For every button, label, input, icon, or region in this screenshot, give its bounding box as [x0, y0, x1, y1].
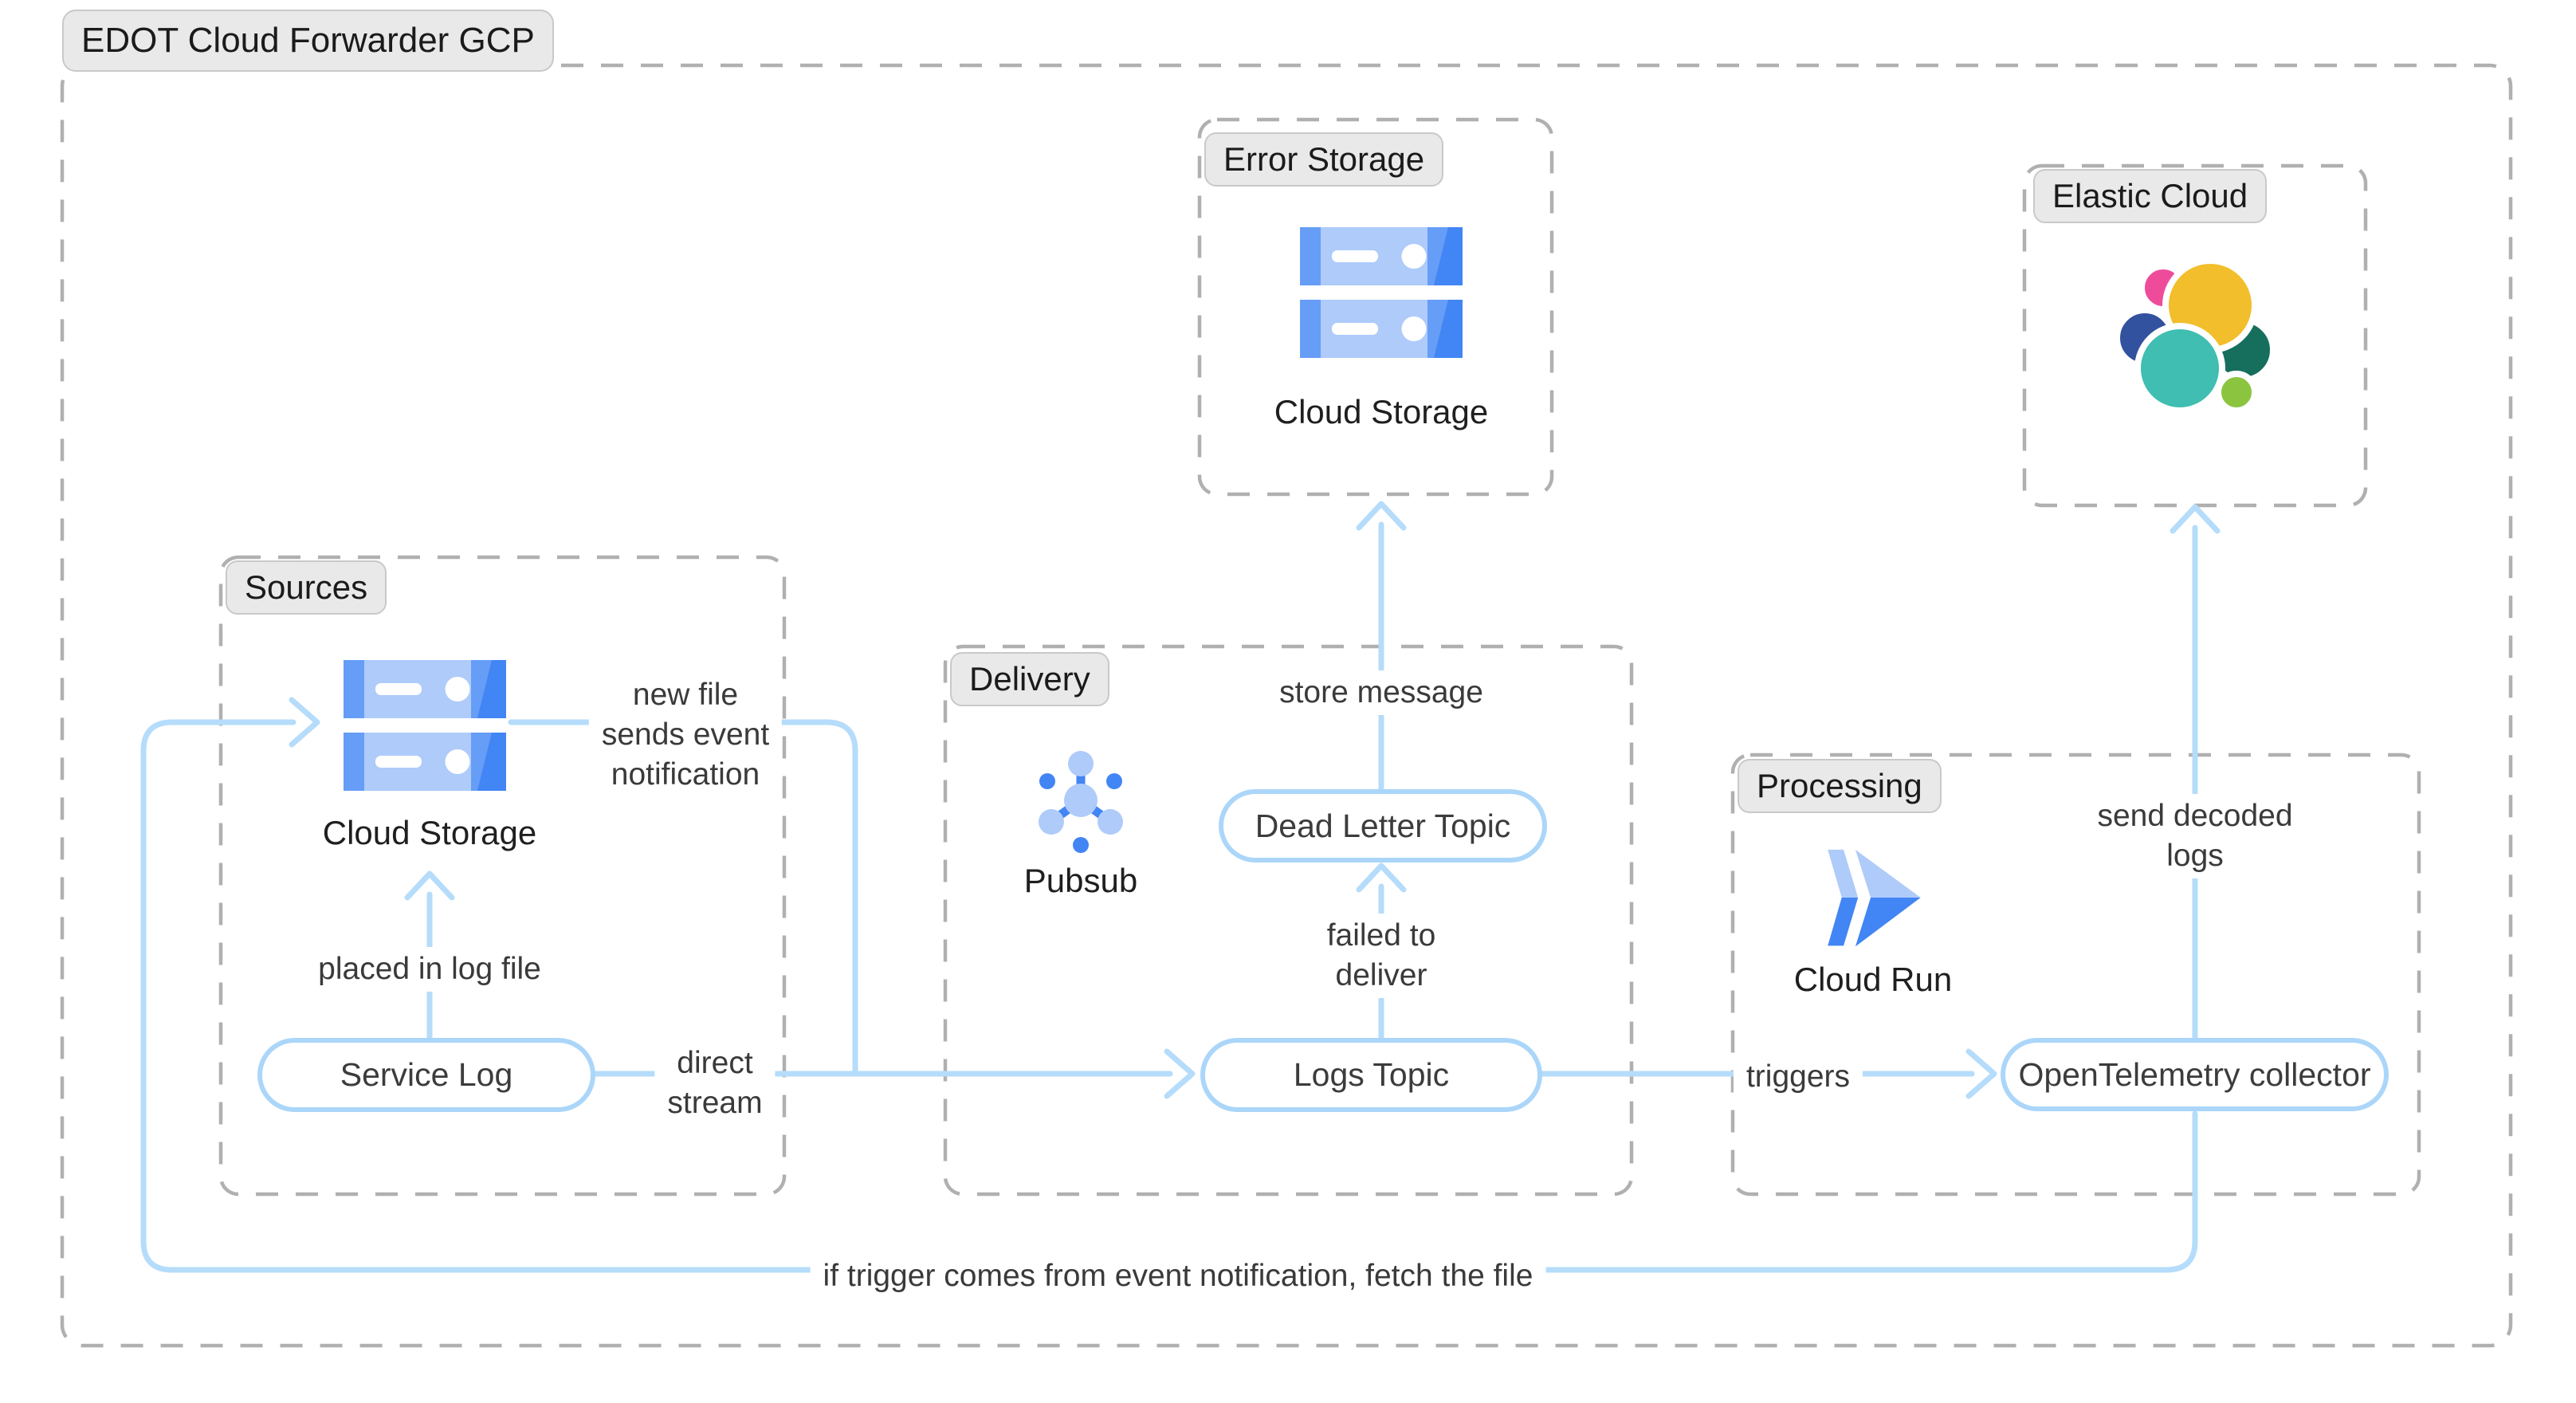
- edge-label-new-file-event: new file sends event notification: [588, 673, 783, 797]
- dead-letter-topic-label: Dead Letter Topic: [1255, 807, 1511, 844]
- diagram-title-label: EDOT Cloud Forwarder GCP: [81, 21, 535, 60]
- cloud-run-caption: Cloud Run: [1793, 961, 1953, 998]
- elastic-cloud-group-label-text: Elastic Cloud: [2052, 177, 2248, 214]
- edge-label-line: placed in log file: [318, 952, 541, 986]
- edge-label-failed-to-deliver: failed to deliver: [1314, 914, 1449, 998]
- otel-collector-node: OpenTelemetry collector: [2001, 1038, 2389, 1111]
- edge-label-line: deliver: [1335, 958, 1427, 992]
- edge-label-line: new file: [632, 678, 739, 712]
- service-log-node: Service Log: [257, 1038, 595, 1112]
- edge-label-line: send decoded: [2097, 799, 2293, 833]
- arrowhead-into-logs-topic: [1164, 1048, 1196, 1099]
- pubsub-icon: [1039, 751, 1123, 853]
- sources-group-label-text: Sources: [245, 568, 368, 606]
- elastic-cloud-group-label: Elastic Cloud: [2033, 169, 2268, 223]
- edge-label-line: logs: [2166, 839, 2224, 873]
- error-storage-group-label-text: Error Storage: [1223, 140, 1425, 178]
- service-log-label: Service Log: [340, 1056, 513, 1093]
- cloud-run-icon: [1828, 849, 1921, 947]
- edge-label-line: sends event: [601, 717, 770, 752]
- arrowhead-triggers: [1965, 1048, 1997, 1099]
- edge-label-triggers: triggers: [1733, 1055, 1863, 1099]
- logs-topic-node: Logs Topic: [1200, 1038, 1542, 1112]
- edge-label-line: failed to: [1326, 918, 1436, 953]
- edge-label-line: direct: [677, 1046, 753, 1080]
- arrowhead-store-message: [1356, 501, 1407, 531]
- edge-label-store-message: store message: [1266, 670, 1496, 715]
- otel-collector-label: OpenTelemetry collector: [2018, 1055, 2371, 1093]
- edge-label-send-decoded-logs: send decoded logs: [2084, 794, 2306, 878]
- edge-label-line: store message: [1279, 675, 1483, 709]
- edge-label-line: triggers: [1745, 1059, 1851, 1094]
- elastic-logo-icon: [2115, 257, 2275, 414]
- cloud-storage-icon: [344, 660, 506, 791]
- arrowhead-failed-to-deliver: [1356, 863, 1407, 893]
- diagram-title: EDOT Cloud Forwarder GCP: [62, 10, 554, 72]
- delivery-group-label-text: Delivery: [969, 660, 1090, 698]
- cloud-storage-caption: Cloud Storage: [1274, 393, 1489, 430]
- edge-label-line: notification: [611, 757, 760, 792]
- cloud-storage-icon: [1300, 227, 1463, 358]
- sources-group-label: Sources: [226, 560, 387, 615]
- dead-letter-topic-node: Dead Letter Topic: [1219, 789, 1547, 863]
- logs-topic-label: Logs Topic: [1293, 1056, 1450, 1093]
- pubsub-caption: Pubsub: [1023, 862, 1138, 899]
- edge-label-direct-stream: direct stream: [654, 1041, 776, 1126]
- cloud-storage-caption: Cloud Storage: [322, 814, 537, 851]
- arrowhead-send-decoded-logs: [2170, 504, 2221, 534]
- arrowhead-placed-in-log-file: [404, 870, 455, 901]
- edge-label-line: stream: [667, 1086, 763, 1120]
- processing-group-label: Processing: [1738, 759, 1942, 813]
- edge-label-fetch-file: if trigger comes from event notification…: [810, 1254, 1546, 1299]
- edge-label-line: if trigger comes from event notification…: [823, 1259, 1533, 1293]
- error-storage-group-label: Error Storage: [1204, 132, 1444, 187]
- delivery-group-label: Delivery: [950, 652, 1109, 706]
- processing-group-label-text: Processing: [1757, 767, 1922, 804]
- edge-label-placed-in-log-file: placed in log file: [305, 947, 554, 992]
- arrowhead-into-cloud-storage: [289, 697, 320, 748]
